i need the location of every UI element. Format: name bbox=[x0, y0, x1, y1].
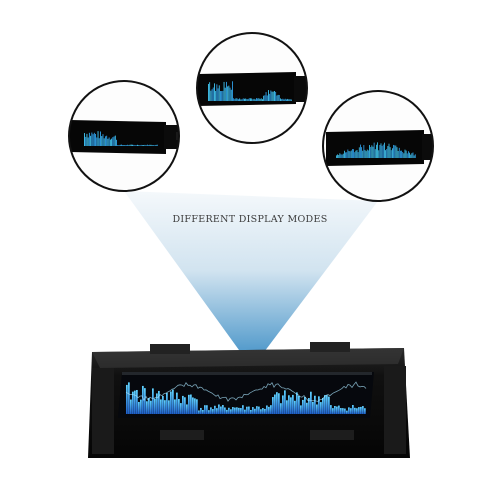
inset-3-spectrum bbox=[336, 142, 416, 158]
main-device bbox=[88, 342, 410, 458]
inset-bubble-1 bbox=[68, 80, 180, 192]
inset-1-ring bbox=[68, 80, 180, 192]
inset-2-ring bbox=[196, 32, 308, 144]
device-left-panel bbox=[92, 368, 114, 454]
device-right-panel bbox=[384, 366, 406, 454]
caption-text: DIFFERENT DISPLAY MODES bbox=[172, 214, 328, 225]
inset-2-spectrum bbox=[208, 81, 292, 101]
light-beam bbox=[124, 191, 378, 368]
inset-1-spectrum bbox=[84, 131, 158, 146]
main-spectrum bbox=[125, 381, 367, 414]
inset-3-ring bbox=[322, 90, 434, 202]
inset-3-display bbox=[326, 130, 424, 166]
inset-bubble-3 bbox=[322, 90, 434, 202]
inset-bubble-2 bbox=[196, 32, 308, 144]
